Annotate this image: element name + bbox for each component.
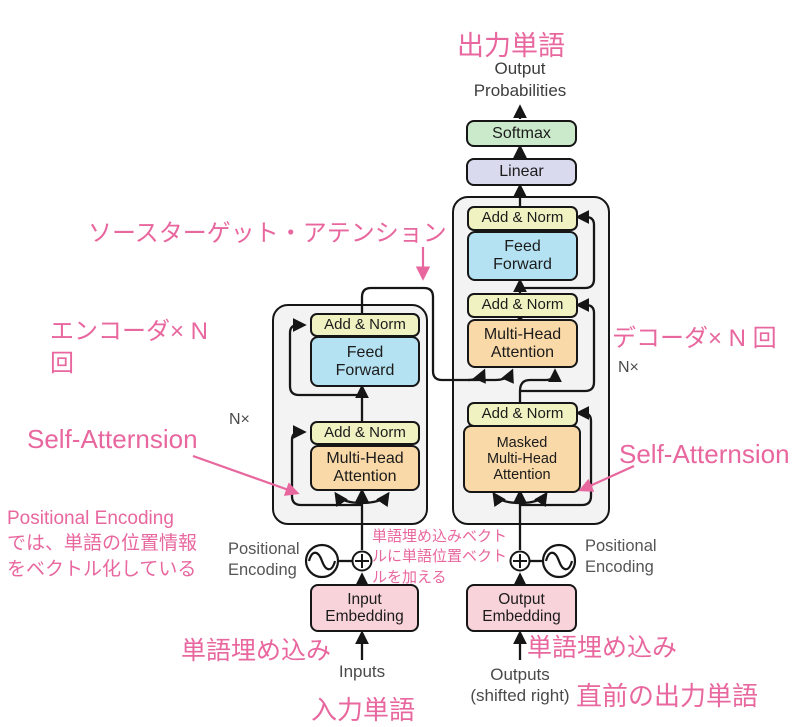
add-circle-icon-left [351,550,373,572]
positional-encoding-label-left: Positional Encoding [228,540,300,579]
decoder-feed-forward-box: Feed Forward [467,231,578,281]
annotation-arrows [192,247,635,496]
annotation-self-attention-left: Self-Atternsion [27,424,198,454]
linear-box: Linear [466,158,577,186]
softmax-box: Softmax [466,120,577,147]
output-probabilities-label: Output Probabilities [473,59,567,101]
add-circle-icon-right [509,550,531,572]
encoder-multi-head-attention-box: Multi-Head Attention [310,445,420,491]
annotation-input-word: 入力単語 [311,695,416,725]
output-embedding-box: Output Embedding [466,584,577,632]
self-attention-arrow-right [578,464,635,492]
masked-multi-head-attention-box: Masked Multi-Head Attention [463,425,581,493]
annotation-positional-note: Positional Encoding では、単語の位置情報 をベクトル化してい… [7,508,198,580]
self-attention-arrow-left [192,454,300,496]
decoder-multi-head-attention-box: Multi-Head Attention [467,319,578,368]
annotation-decoder-times-n: デコーダ× N 回 [612,325,777,352]
annotation-word-embedding-right: 単語埋め込み [527,634,678,662]
encoder-feed-forward-box: Feed Forward [310,336,420,387]
decoder-add-norm-top-box: Add & Norm [467,206,578,231]
annotation-source-target-attention: ソースターゲット・アテンション [88,220,447,247]
n-times-label-encoder: N× [229,411,250,428]
positional-encoding-sine-icon-left [304,543,340,579]
annotation-word-embedding-left: 単語埋め込み [181,637,332,665]
inputs-label: Inputs [338,662,386,681]
outputs-label: Outputs (shifted right) [470,665,570,706]
n-times-label-decoder: N× [618,359,639,376]
annotation-self-attention-right: Self-Atternsion [619,439,790,469]
positional-encoding-label-right: Positional Encoding [585,537,657,576]
positional-encoding-sine-icon-right [541,543,577,579]
input-embedding-box: Input Embedding [310,584,419,632]
annotation-output-word: 出力単語 [457,31,565,61]
decoder-add-norm-middle-box: Add & Norm [467,293,578,318]
annotation-encoder-times-n: エンコーダ× N 回 [50,318,209,378]
decoder-add-norm-bottom-box: Add & Norm [467,402,578,427]
annotation-previous-output-word: 直前の出力単語 [576,681,759,711]
encoder-add-norm-bottom-box: Add & Norm [310,421,420,445]
encoder-add-norm-top-box: Add & Norm [310,313,420,337]
annotation-embedding-add-note: 単語埋め込みベクト ルに単語位置ベクト ルを加える [372,528,508,586]
